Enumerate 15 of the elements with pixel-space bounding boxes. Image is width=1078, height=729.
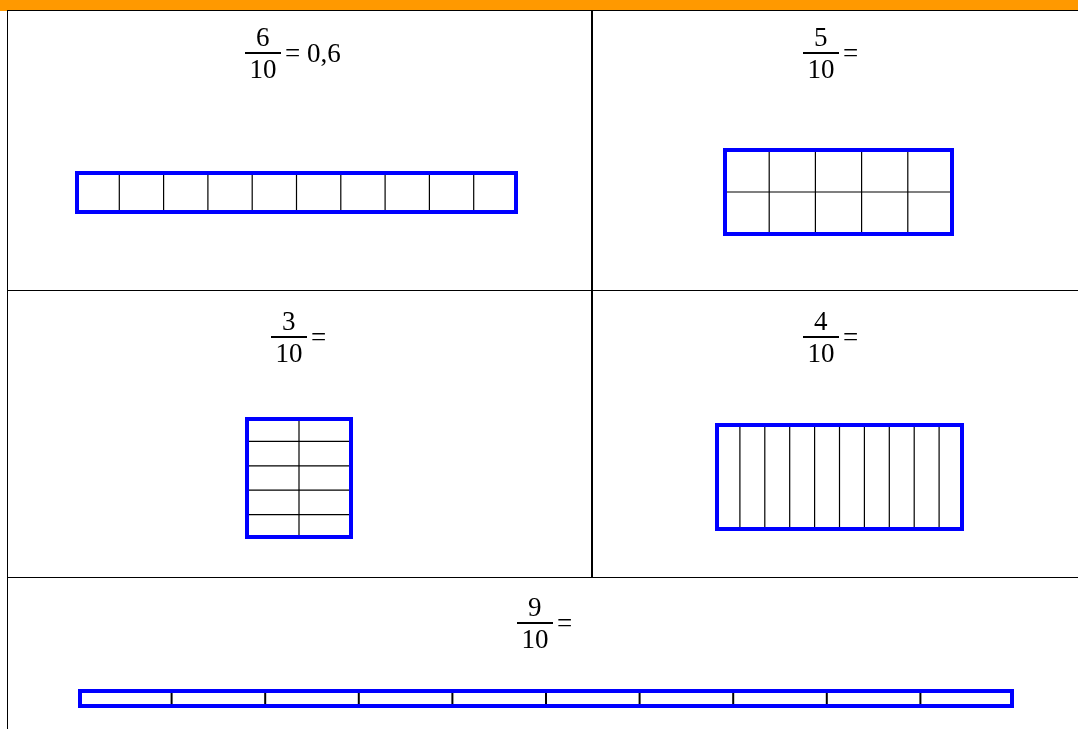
denominator: 10 bbox=[807, 339, 835, 367]
equation-text: = bbox=[311, 323, 327, 351]
equation-text: = bbox=[557, 609, 573, 637]
denominator: 10 bbox=[521, 625, 549, 653]
numerator: 3 bbox=[282, 307, 296, 335]
denominator: 10 bbox=[807, 55, 835, 83]
numerator: 9 bbox=[528, 593, 542, 621]
equation-text: = bbox=[843, 39, 859, 67]
numerator: 6 bbox=[256, 23, 270, 51]
denominator: 10 bbox=[249, 55, 277, 83]
denominator: 10 bbox=[275, 339, 303, 367]
numerator: 4 bbox=[814, 307, 828, 335]
equation-text: = bbox=[843, 323, 859, 351]
numerator: 5 bbox=[814, 23, 828, 51]
equation-text: = 0,6 bbox=[285, 39, 341, 67]
